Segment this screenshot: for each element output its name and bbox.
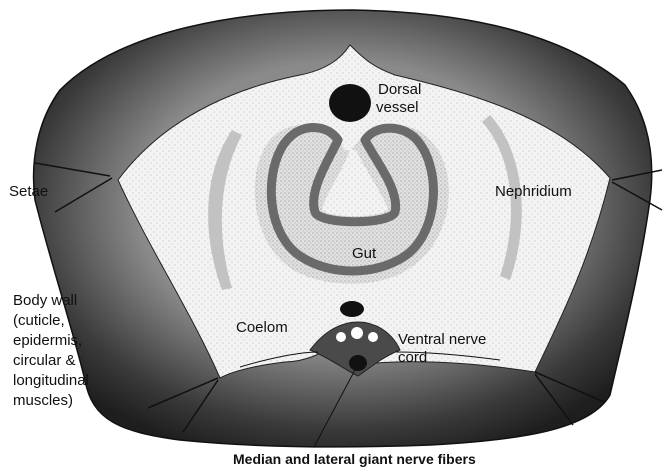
label-body-wall-6: muscles) — [13, 392, 73, 409]
ventral-nerve-core — [349, 355, 367, 371]
label-gut: Gut — [352, 245, 377, 262]
ventral-vessel — [340, 301, 364, 317]
median-giant-fiber — [351, 327, 363, 339]
label-body-wall-5: longitudinal — [13, 372, 89, 389]
label-body-wall-4: circular & — [13, 352, 76, 369]
label-body-wall-2: (cuticle, — [13, 312, 65, 329]
dorsal-vessel — [329, 84, 371, 122]
label-giant-nerve-fibers: Median and lateral giant nerve fibers — [233, 451, 476, 467]
label-setae: Setae — [9, 183, 48, 200]
lateral-giant-fiber-right — [368, 332, 378, 342]
label-body-wall-1: Body wall — [13, 292, 77, 309]
label-nephridium: Nephridium — [495, 183, 572, 200]
label-ventral-nerve-2: cord — [398, 349, 427, 366]
label-dorsal-vessel-1: Dorsal — [378, 81, 421, 98]
lateral-giant-fiber-left — [336, 332, 346, 342]
label-body-wall-3: epidermis, — [13, 332, 82, 349]
label-ventral-nerve-1: Ventral nerve — [398, 331, 486, 348]
label-coelom: Coelom — [236, 319, 288, 336]
label-dorsal-vessel-2: vessel — [376, 99, 419, 116]
